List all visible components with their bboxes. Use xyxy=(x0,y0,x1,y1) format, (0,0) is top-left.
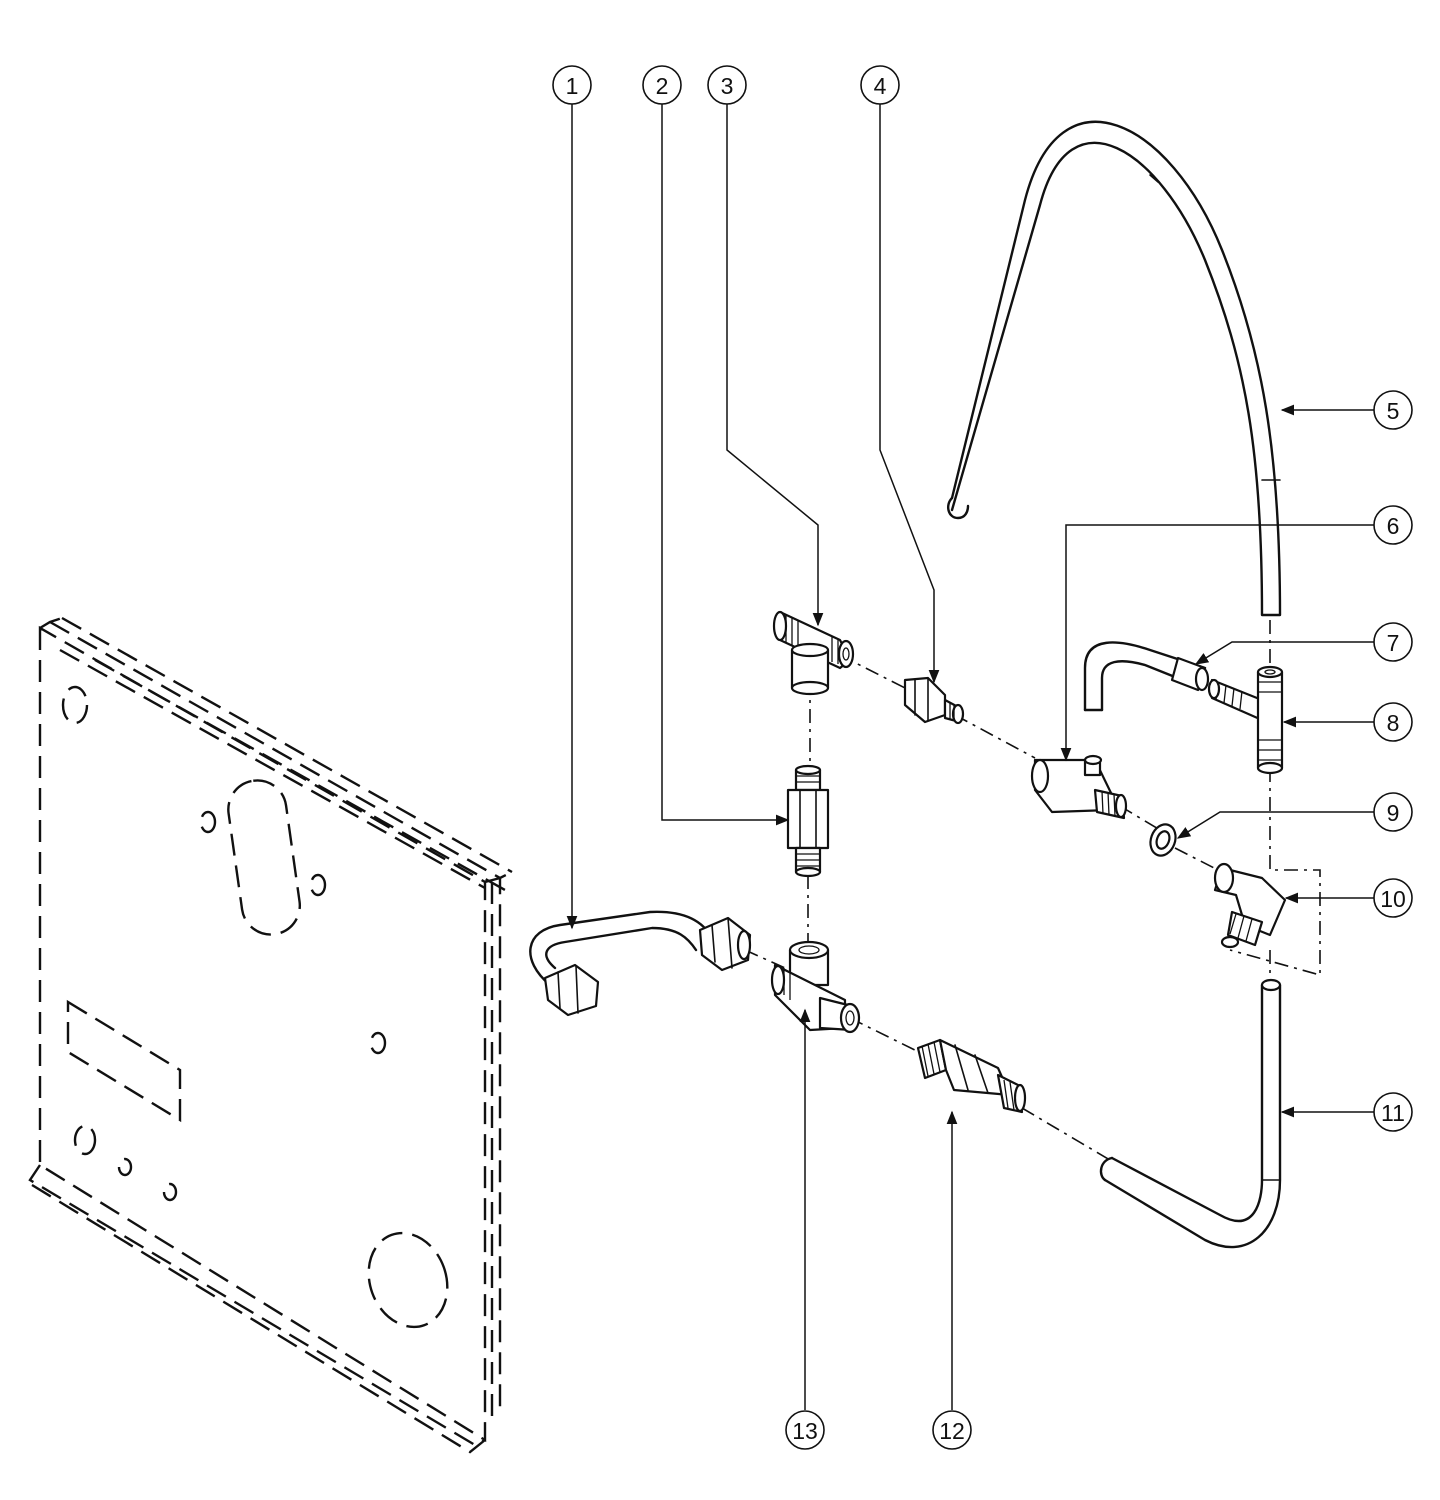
callout-12: 12 xyxy=(932,1410,972,1450)
svg-text:9: 9 xyxy=(1387,800,1400,826)
svg-text:5: 5 xyxy=(1387,398,1400,424)
part-3-tee xyxy=(772,610,855,696)
svg-text:13: 13 xyxy=(792,1418,818,1444)
part-12-valve xyxy=(916,1038,1027,1114)
svg-text:1: 1 xyxy=(566,73,579,99)
part-1-tube xyxy=(529,910,752,1017)
callout-6: 6 xyxy=(1373,505,1413,545)
callout-11: 11 xyxy=(1373,1092,1413,1132)
callout-13: 13 xyxy=(785,1410,825,1450)
part-5-hose xyxy=(946,120,1282,617)
part-2-coupling xyxy=(786,764,830,878)
part-4-adapter xyxy=(903,676,965,725)
callout-5: 5 xyxy=(1373,390,1413,430)
callout-3: 3 xyxy=(707,65,747,105)
callout-1: 1 xyxy=(552,65,592,105)
svg-text:11: 11 xyxy=(1381,1100,1405,1126)
callout-7: 7 xyxy=(1373,622,1413,662)
callout-10: 10 xyxy=(1373,878,1413,918)
part-7-hose xyxy=(1083,641,1210,712)
callout-2: 2 xyxy=(642,65,682,105)
svg-text:2: 2 xyxy=(656,73,669,99)
mounting-panel xyxy=(28,616,513,1454)
part-11-hose xyxy=(1099,978,1282,1249)
svg-text:10: 10 xyxy=(1380,886,1406,912)
part-10-elbow xyxy=(1213,862,1287,949)
svg-text:6: 6 xyxy=(1387,513,1400,539)
part-13-tee xyxy=(770,940,861,1034)
svg-text:12: 12 xyxy=(939,1418,965,1444)
callout-balloons: 1 2 3 4 5 6 7 8 9 10 11 12 13 xyxy=(552,65,1413,1450)
part-8-tee xyxy=(1207,665,1284,775)
callout-8: 8 xyxy=(1373,702,1413,742)
leader-lines xyxy=(566,104,1374,1410)
svg-text:3: 3 xyxy=(721,73,734,99)
callout-4: 4 xyxy=(860,65,900,105)
svg-text:7: 7 xyxy=(1387,630,1400,656)
callout-9: 9 xyxy=(1373,792,1413,832)
part-6-valve xyxy=(1030,754,1128,820)
assembly-centerlines xyxy=(744,620,1321,1161)
svg-text:8: 8 xyxy=(1387,710,1400,736)
svg-text:4: 4 xyxy=(874,73,887,99)
part-9-washer xyxy=(1149,823,1177,857)
